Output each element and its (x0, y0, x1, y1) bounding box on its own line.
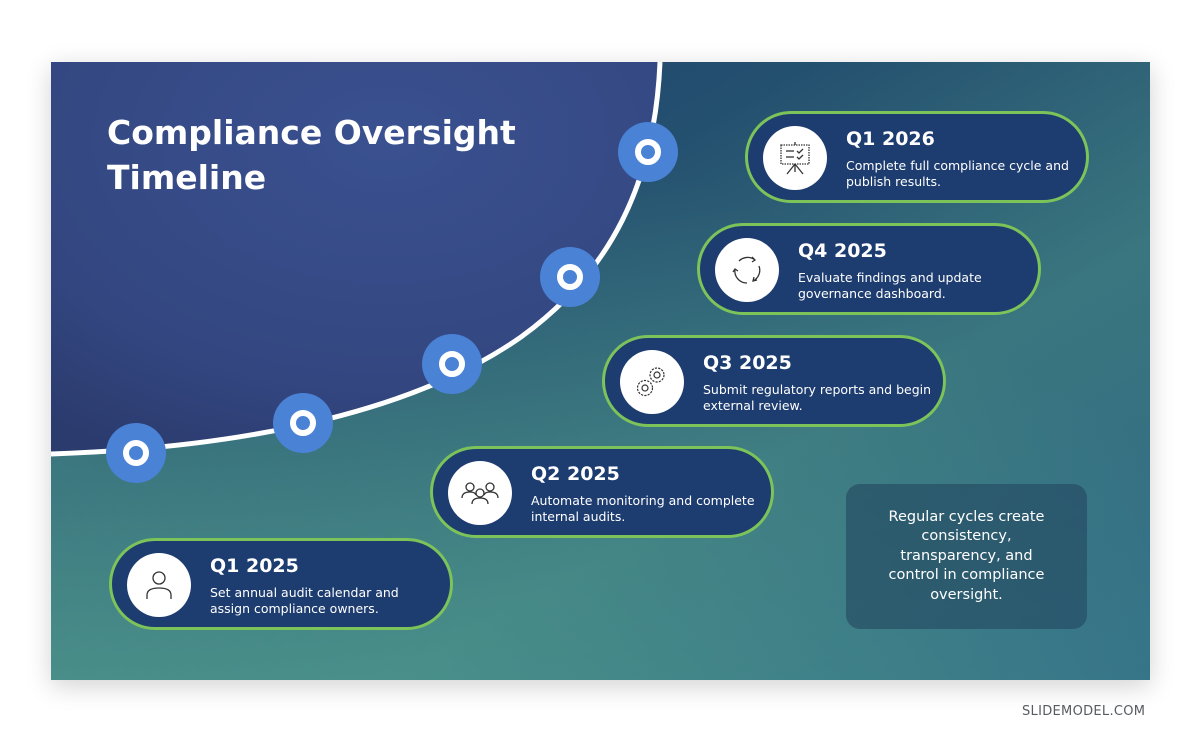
summary-note-box: Regular cycles create consistency, trans… (846, 484, 1087, 629)
milestone-card-q4-2025: Q4 2025 Evaluate findings and update gov… (697, 223, 1041, 315)
milestone-quarter: Q2 2025 (531, 463, 620, 485)
timeline-node-q1-2025 (106, 423, 166, 483)
milestone-card-q1-2026: Q1 2026 Complete full compliance cycle a… (745, 111, 1089, 203)
milestone-description: Submit regulatory reports and begin exte… (703, 382, 932, 413)
timeline-node-q2-2025 (273, 393, 333, 453)
milestone-description: Automate monitoring and complete interna… (531, 493, 755, 524)
milestone-description: Evaluate findings and update governance … (798, 270, 982, 301)
milestone-card-q1-2025: Q1 2025 Set annual audit calendar and as… (109, 538, 453, 630)
timeline-node-q3-2025 (422, 334, 482, 394)
timeline-node-q4-2025 (540, 247, 600, 307)
milestone-card-q3-2025: Q3 2025 Submit regulatory reports and be… (602, 335, 946, 427)
milestone-description: Complete full compliance cycle and publi… (846, 158, 1069, 189)
team-icon (448, 461, 512, 525)
milestone-quarter: Q4 2025 (798, 240, 887, 262)
watermark: SLIDEMODEL.COM (1022, 704, 1146, 719)
milestone-quarter: Q1 2025 (210, 555, 299, 577)
timeline-node-q1-2026 (618, 122, 678, 182)
slide-title: Compliance Oversight Timeline (107, 110, 516, 200)
summary-note-text: Regular cycles create consistency, trans… (888, 508, 1045, 603)
gears-icon (620, 350, 684, 414)
cycle-arrows-icon (715, 238, 779, 302)
milestone-quarter: Q1 2026 (846, 128, 935, 150)
title-line-2: Timeline (107, 158, 267, 197)
slide: Compliance Oversight Timeline Q1 2026 Co… (51, 62, 1150, 680)
presentation-board-icon (763, 126, 827, 190)
milestone-description: Set annual audit calendar and assign com… (210, 585, 399, 616)
milestone-card-q2-2025: Q2 2025 Automate monitoring and complete… (430, 446, 774, 538)
person-icon (127, 553, 191, 617)
milestone-quarter: Q3 2025 (703, 352, 792, 374)
title-line-1: Compliance Oversight (107, 113, 516, 152)
